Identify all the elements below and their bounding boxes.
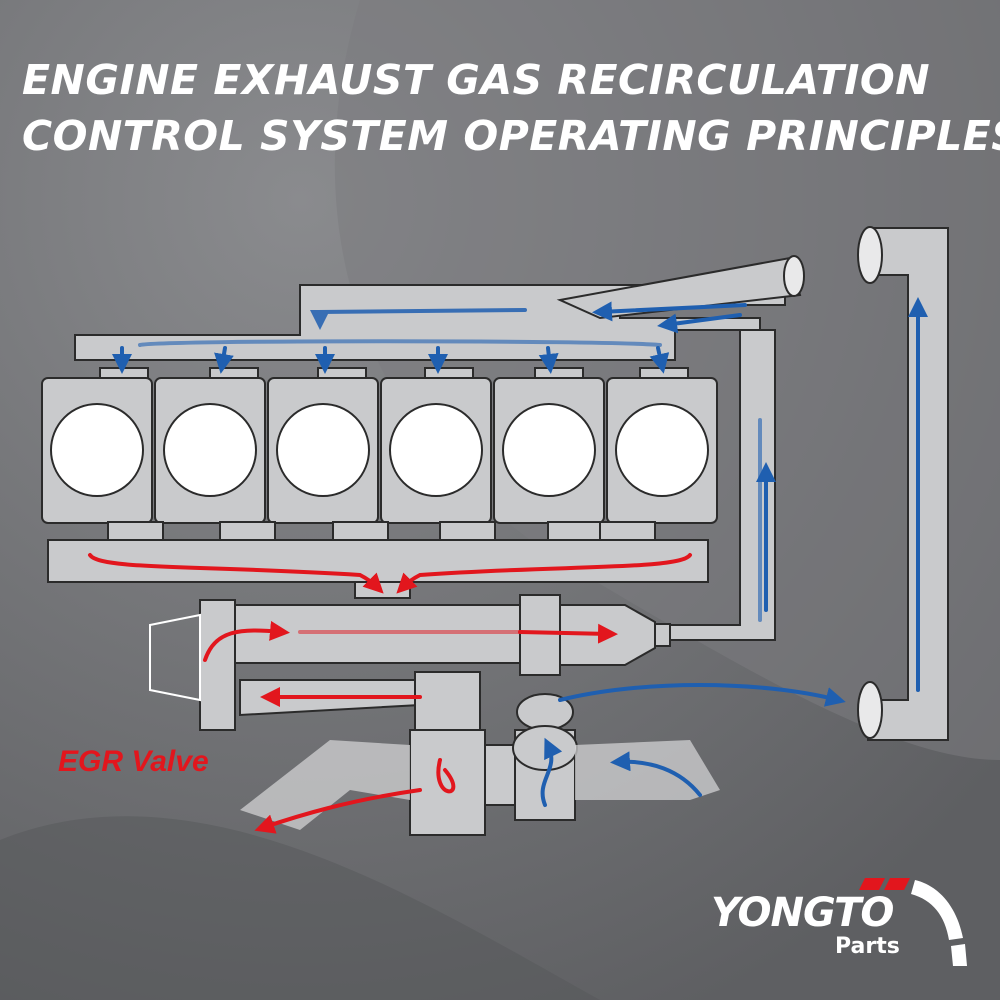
cooler-coupler bbox=[654, 623, 671, 647]
title-line-1: ENGINE EXHAUST GAS RECIRCULATION bbox=[22, 56, 931, 104]
exhaust-downpipe bbox=[240, 740, 410, 830]
intercooler-inlet bbox=[857, 681, 883, 739]
exhaust-flow-arrow bbox=[518, 623, 618, 644]
exhaust-flow-arrow bbox=[396, 553, 692, 594]
exhaust-flow-arrow bbox=[88, 553, 384, 594]
egr-valve-label: EGR Valve bbox=[58, 745, 209, 778]
intake-flow-arrow bbox=[310, 308, 527, 330]
cylinder-bore bbox=[276, 403, 370, 497]
intake-horn bbox=[556, 256, 802, 320]
cylinder-bore bbox=[389, 403, 483, 497]
intake-flow-arrow bbox=[592, 301, 747, 322]
exhaust-outlet-arrow bbox=[254, 788, 422, 834]
title-line-2: CONTROL SYSTEM OPERATING PRINCIPLES bbox=[22, 112, 1000, 160]
brand-arc-icon bbox=[859, 878, 967, 966]
intake-port-arrow bbox=[214, 346, 234, 374]
intercooler bbox=[867, 227, 949, 741]
cylinder-bore bbox=[50, 403, 144, 497]
intake-port-arrow bbox=[538, 346, 559, 374]
compressor-outlet-arrow bbox=[558, 683, 846, 707]
cylinder-bore bbox=[502, 403, 596, 497]
egr-valve-flange bbox=[199, 599, 236, 731]
brand-logo: YONGTO Parts bbox=[705, 868, 975, 978]
intercooler-outlet bbox=[857, 226, 883, 284]
intake-distribution-arrow bbox=[138, 339, 662, 347]
brand-name: YONGTO bbox=[711, 890, 894, 936]
air-inlet-arrow bbox=[610, 751, 702, 797]
egr-valve-actuator bbox=[149, 613, 201, 702]
cylinder-bore bbox=[163, 403, 257, 497]
intake-flow-arrow bbox=[657, 313, 742, 334]
turbo-turbine bbox=[409, 729, 486, 836]
turbo-housing bbox=[414, 671, 481, 733]
compressor-flow-arrow bbox=[540, 737, 563, 807]
brand-subtitle: Parts bbox=[835, 934, 900, 959]
exhaust-outlet bbox=[354, 581, 411, 599]
cooler-flange bbox=[519, 594, 561, 676]
intake-port-arrow bbox=[649, 346, 670, 374]
turbo-shaft bbox=[484, 744, 516, 806]
exhaust-manifold bbox=[47, 539, 709, 583]
compressor-wheel bbox=[512, 725, 578, 771]
turbine-flow-arrow bbox=[436, 758, 456, 794]
cylinder-bore bbox=[615, 403, 709, 497]
intake-opening bbox=[783, 255, 805, 297]
exhaust-flow-arrow bbox=[203, 620, 290, 662]
